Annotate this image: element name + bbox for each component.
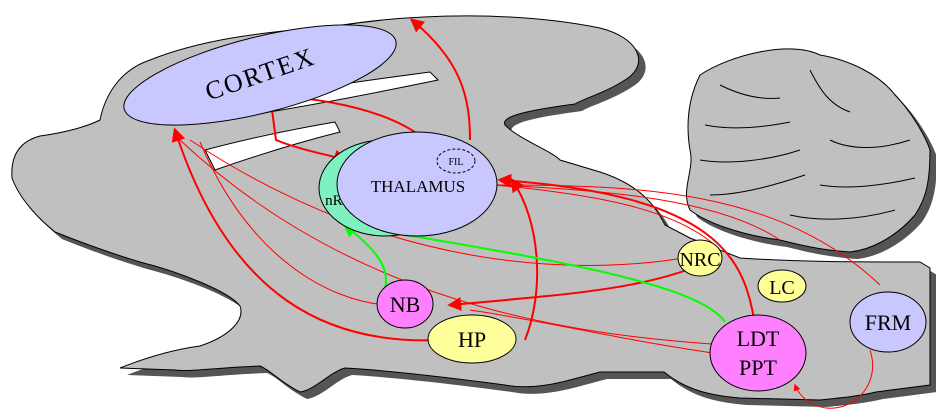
lc-nucleus: LC: [758, 270, 806, 302]
nb-label: NB: [390, 292, 421, 317]
frm-label: FRM: [865, 310, 911, 335]
nrc-nucleus: NRC: [678, 240, 722, 276]
hp-label: HP: [458, 327, 486, 352]
hp-nucleus: HP: [428, 315, 516, 363]
ppt-label: PPT: [739, 355, 777, 380]
thalamus-label: THALAMUS: [371, 177, 465, 196]
nb-nucleus: NB: [377, 280, 433, 328]
ldt-ppt-nucleus: LDT PPT: [710, 315, 806, 391]
fil-label: FIL: [449, 157, 464, 168]
nrc-label: NRC: [679, 249, 720, 271]
lc-label: LC: [769, 277, 795, 299]
ldt-label: LDT: [737, 326, 780, 351]
frm-nucleus: FRM: [850, 292, 926, 352]
thalamus: THALAMUS: [337, 132, 497, 236]
